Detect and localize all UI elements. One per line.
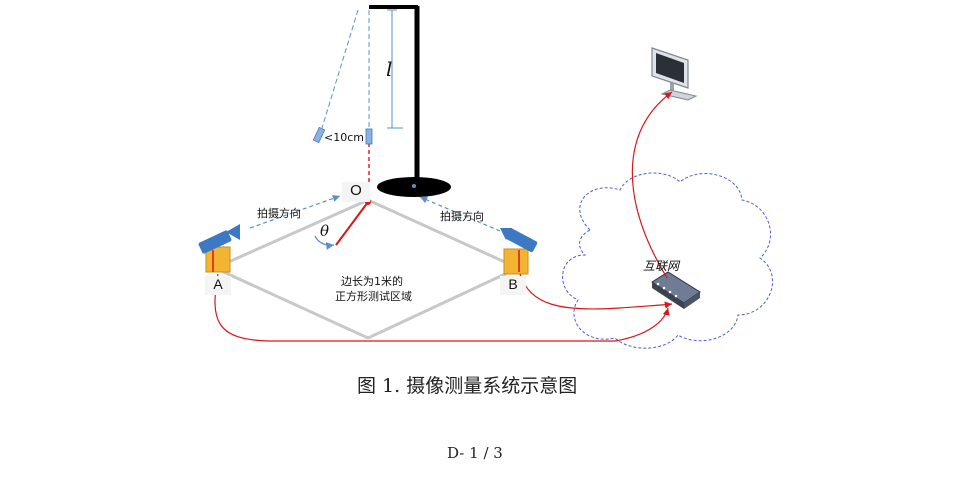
- test-area-label-line1: 边长为1米的: [341, 275, 403, 288]
- pendulum-guides: [321, 9, 403, 198]
- page-number: D- 1 / 3: [447, 444, 503, 462]
- shoot-arrow-left: [249, 195, 341, 229]
- camera-a-label: A: [205, 276, 231, 295]
- shoot-direction-left-label: 拍摄方向: [257, 207, 301, 220]
- camera-b-label: B: [500, 276, 526, 295]
- theta-arc: [314, 235, 335, 250]
- pendulum-length-label: l: [386, 57, 393, 81]
- internet-label: 互联网: [643, 259, 680, 273]
- angle-label: θ: [320, 222, 330, 240]
- origin-label: O: [342, 182, 370, 202]
- pendulum-bob-swing: [312, 126, 326, 144]
- offset-label: <10cm: [324, 131, 364, 144]
- camera-a-icon: [198, 224, 240, 273]
- network-switch-icon: [651, 271, 701, 309]
- network-links: [214, 91, 673, 342]
- square-test-area: [211, 198, 522, 340]
- test-area-label-line2: 正方形测试区域: [335, 290, 412, 303]
- camera-b-icon: [500, 227, 538, 275]
- figure-caption: 图 1. 摄像测量系统示意图: [357, 375, 578, 397]
- internet-cloud: [562, 172, 774, 349]
- pendulum-frame: [369, 5, 451, 197]
- shoot-arrow-right: [419, 196, 501, 232]
- shoot-direction-right-label: 拍摄方向: [440, 210, 484, 223]
- pendulum-bob-rest: [365, 128, 373, 145]
- monitor-icon: [651, 47, 698, 101]
- theta-radius: [335, 201, 369, 246]
